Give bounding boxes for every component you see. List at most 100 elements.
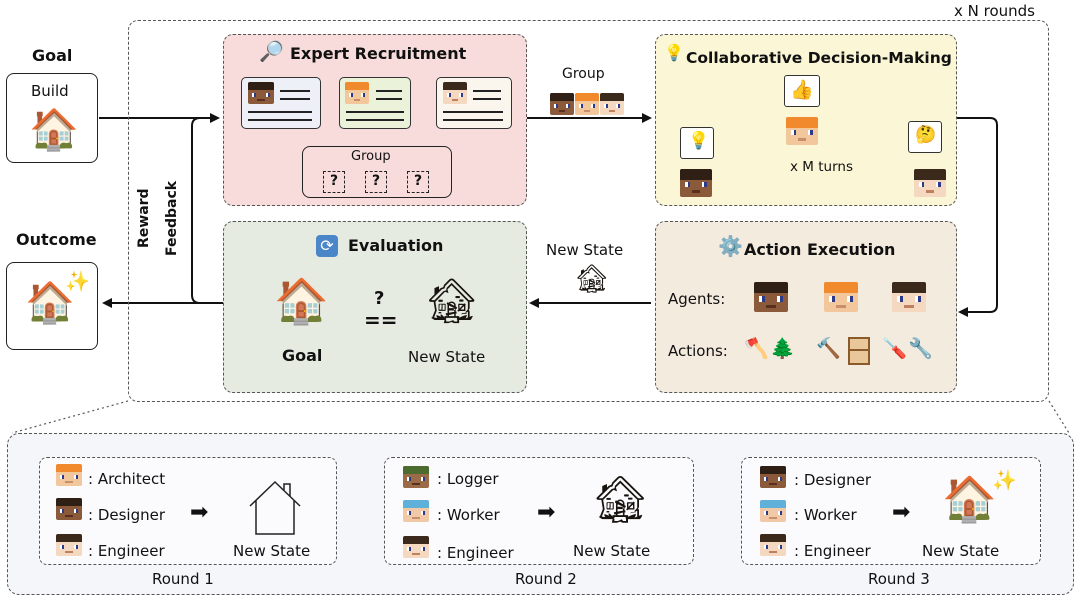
engineer-face-icon [892, 282, 926, 312]
engineer-face-icon [760, 534, 786, 556]
right-arrow-icon: ➡ [892, 500, 911, 525]
broken-house-icon: 🏚 [424, 276, 480, 327]
speech-bubble: 💡 [680, 127, 714, 159]
speech-bubble: 👍 [784, 75, 820, 107]
right-arrow-icon: ➡ [190, 500, 209, 525]
alex-face-icon [786, 117, 818, 145]
right-arrow-icon: ➡ [537, 500, 556, 525]
house-icon: 🏠 [29, 107, 79, 153]
lightbulb-icon: 💡 [664, 43, 684, 62]
round-1-box: : Architect : Designer : Engineer ➡ New … [39, 457, 337, 565]
feedback-loop-arrow [191, 117, 224, 304]
round-label: Round 3 [868, 570, 930, 588]
expert-card-designer [241, 77, 321, 129]
alex-face-icon [575, 93, 599, 115]
eval-goal-label: Goal [282, 346, 323, 365]
sparkle-icon: ✨ [65, 269, 90, 293]
sparkle-icon: ✨ [992, 468, 1017, 492]
alex-face-icon [56, 464, 82, 486]
round-role: : Logger [437, 470, 499, 488]
loop-label: x N rounds [954, 2, 1035, 20]
round-role: : Worker [437, 506, 500, 524]
hammer-icon: 🔨 [816, 336, 841, 360]
placeholder-slot: ? [323, 171, 345, 193]
rounds-loop-frame [128, 20, 1049, 402]
round-role: : Worker [794, 506, 857, 524]
steve-face-icon [56, 498, 82, 520]
worker-face-icon [760, 500, 786, 522]
alex-face-icon [824, 282, 858, 312]
screwdriver-icon: 🪛 [882, 336, 907, 360]
turns-label: x M turns [790, 159, 853, 175]
outline-house-icon [249, 480, 301, 535]
expert-card-architect [339, 77, 411, 129]
engineer-face-icon [600, 93, 624, 115]
thinking-icon: 🤔 [915, 125, 937, 145]
round-state: New State [922, 542, 1000, 560]
expert-card-engineer [436, 77, 512, 129]
thumbs-up-icon: 👍 [790, 79, 814, 101]
broken-house-icon: 🏚 [591, 472, 650, 526]
house-icon: 🏠 [942, 474, 997, 525]
wrench-icon: 🔧 [908, 336, 933, 360]
round-2-box: : Logger : Worker : Engineer ➡ 🏚 New Sta… [384, 457, 694, 565]
agents-label: Agents: [668, 290, 726, 308]
goal-build-label: Build [31, 82, 69, 100]
refresh-icon: ⟳ [316, 235, 338, 257]
round-role: : Designer [88, 506, 166, 524]
outcome-box: 🏠 ✨ [6, 262, 98, 350]
round-label: Round 1 [152, 570, 214, 588]
recruit-group-box: Group ? ? ? [302, 146, 452, 198]
speech-bubble: 🤔 [908, 121, 942, 153]
evaluation-title: Evaluation [348, 236, 444, 255]
round-label: Round 2 [515, 570, 577, 588]
lightbulb-icon: 💡 [688, 131, 710, 151]
eval-state-label: New State [408, 348, 486, 366]
outcome-title: Outcome [16, 230, 97, 249]
placeholder-slot: ? [365, 171, 387, 193]
round-role: : Engineer [88, 542, 165, 560]
reward-label: Reward [136, 188, 152, 248]
door-icon [848, 337, 870, 365]
collaborative-panel: 💡 Collaborative Decision-Making 👍 💡 🤔 x … [655, 34, 957, 206]
collaborative-title: Collaborative Decision-Making [686, 49, 952, 67]
collab-to-action-arrow [953, 117, 998, 317]
action-execution-title: Action Execution [744, 240, 896, 259]
expert-recruitment-title: Expert Recruitment [290, 44, 467, 63]
tree-icon: 🌲 [770, 336, 795, 360]
compare-question: ? [374, 288, 385, 309]
round-role: : Designer [794, 471, 872, 489]
actions-label: Actions: [668, 342, 728, 360]
round-role: : Engineer [437, 544, 514, 562]
alex-face-icon [345, 82, 369, 104]
steve-face-icon [754, 282, 788, 312]
steve-face-icon [248, 82, 274, 104]
group-arrow-label: Group [562, 66, 605, 82]
broken-house-icon: 🏚 [574, 262, 610, 295]
steve-face-icon [680, 169, 712, 197]
round-state: New State [233, 542, 311, 560]
steve-face-icon [760, 466, 786, 488]
engineer-face-icon [443, 82, 467, 104]
engineer-face-icon [56, 534, 82, 556]
axe-icon: 🪓 [744, 336, 769, 360]
recruit-group-label: Group [351, 149, 391, 164]
worker-face-icon [403, 500, 429, 522]
round-role: : Architect [88, 470, 166, 488]
house-icon: 🏠 [274, 276, 329, 327]
feedback-label: Feedback [164, 180, 180, 256]
gear-icon: ⚙️ [718, 234, 743, 258]
round-state: New State [573, 542, 651, 560]
round-role: : Engineer [794, 542, 871, 560]
engineer-face-icon [914, 169, 946, 197]
compare-equals: == [364, 308, 398, 332]
goal-title: Goal [32, 46, 73, 65]
action-execution-panel: ⚙️ Action Execution Agents: Actions: 🪓 🌲… [655, 221, 957, 393]
placeholder-slot: ? [407, 171, 429, 193]
evaluation-panel: ⟳ Evaluation 🏠 Goal ? == 🏚 New State [223, 221, 527, 393]
new-state-arrow-label: New State [546, 241, 624, 259]
house-icon: 🏠 [25, 280, 75, 326]
engineer-face-icon [403, 536, 429, 558]
magnifier-icon: 🔎 [259, 39, 284, 63]
round-3-box: : Designer : Worker : Engineer ➡ 🏠 ✨ New… [741, 457, 1041, 565]
